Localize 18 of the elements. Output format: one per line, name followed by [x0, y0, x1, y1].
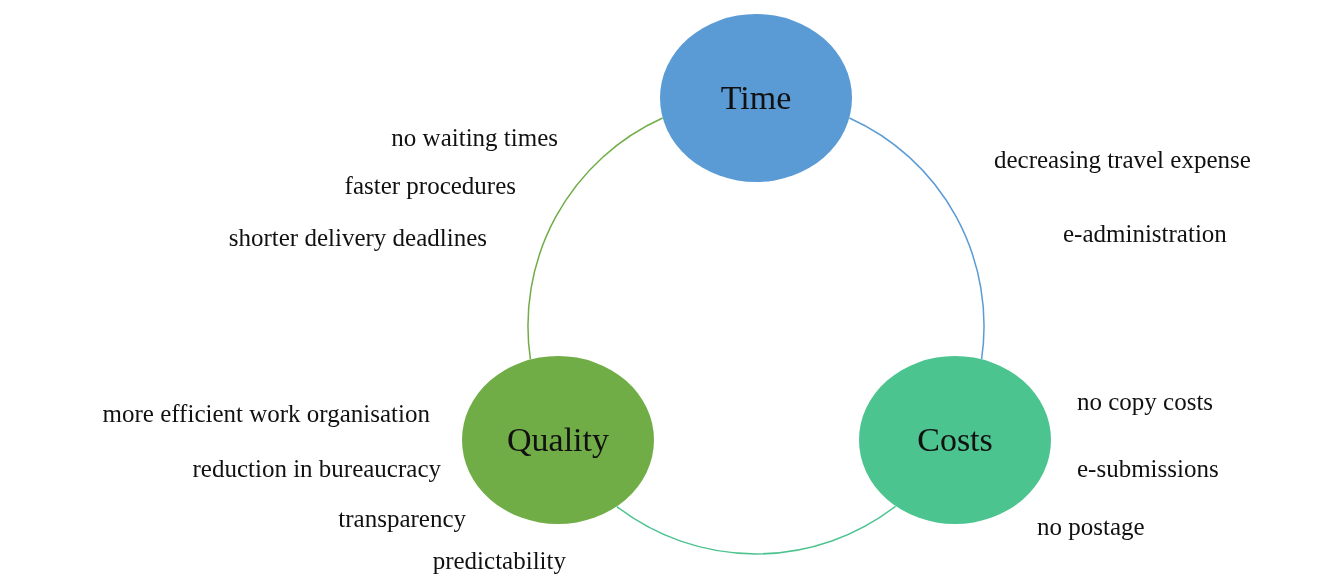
arc-connector: [848, 117, 985, 360]
benefit-text: more efficient work organisation: [102, 399, 430, 429]
arc-connector: [527, 117, 664, 361]
benefit-text: reduction in bureaucracy: [192, 454, 441, 484]
benefit-text: no copy costs: [1077, 387, 1214, 417]
arc-connector: [616, 505, 897, 555]
benefit-text: decreasing travel expense: [994, 145, 1251, 175]
benefit-text: transparency: [338, 504, 466, 534]
benefit-text: e-administration: [1063, 219, 1227, 249]
benefit-text: shorter delivery deadlines: [228, 223, 487, 253]
benefit-text: predictability: [432, 546, 566, 576]
node-label: Time: [720, 79, 792, 117]
benefit-text: e-submissions: [1077, 454, 1219, 484]
node-label: Costs: [917, 421, 993, 459]
benefit-text: faster procedures: [344, 171, 516, 201]
benefit-text: no postage: [1037, 512, 1145, 542]
node-label: Quality: [507, 421, 609, 459]
benefit-text: no waiting times: [391, 123, 558, 153]
